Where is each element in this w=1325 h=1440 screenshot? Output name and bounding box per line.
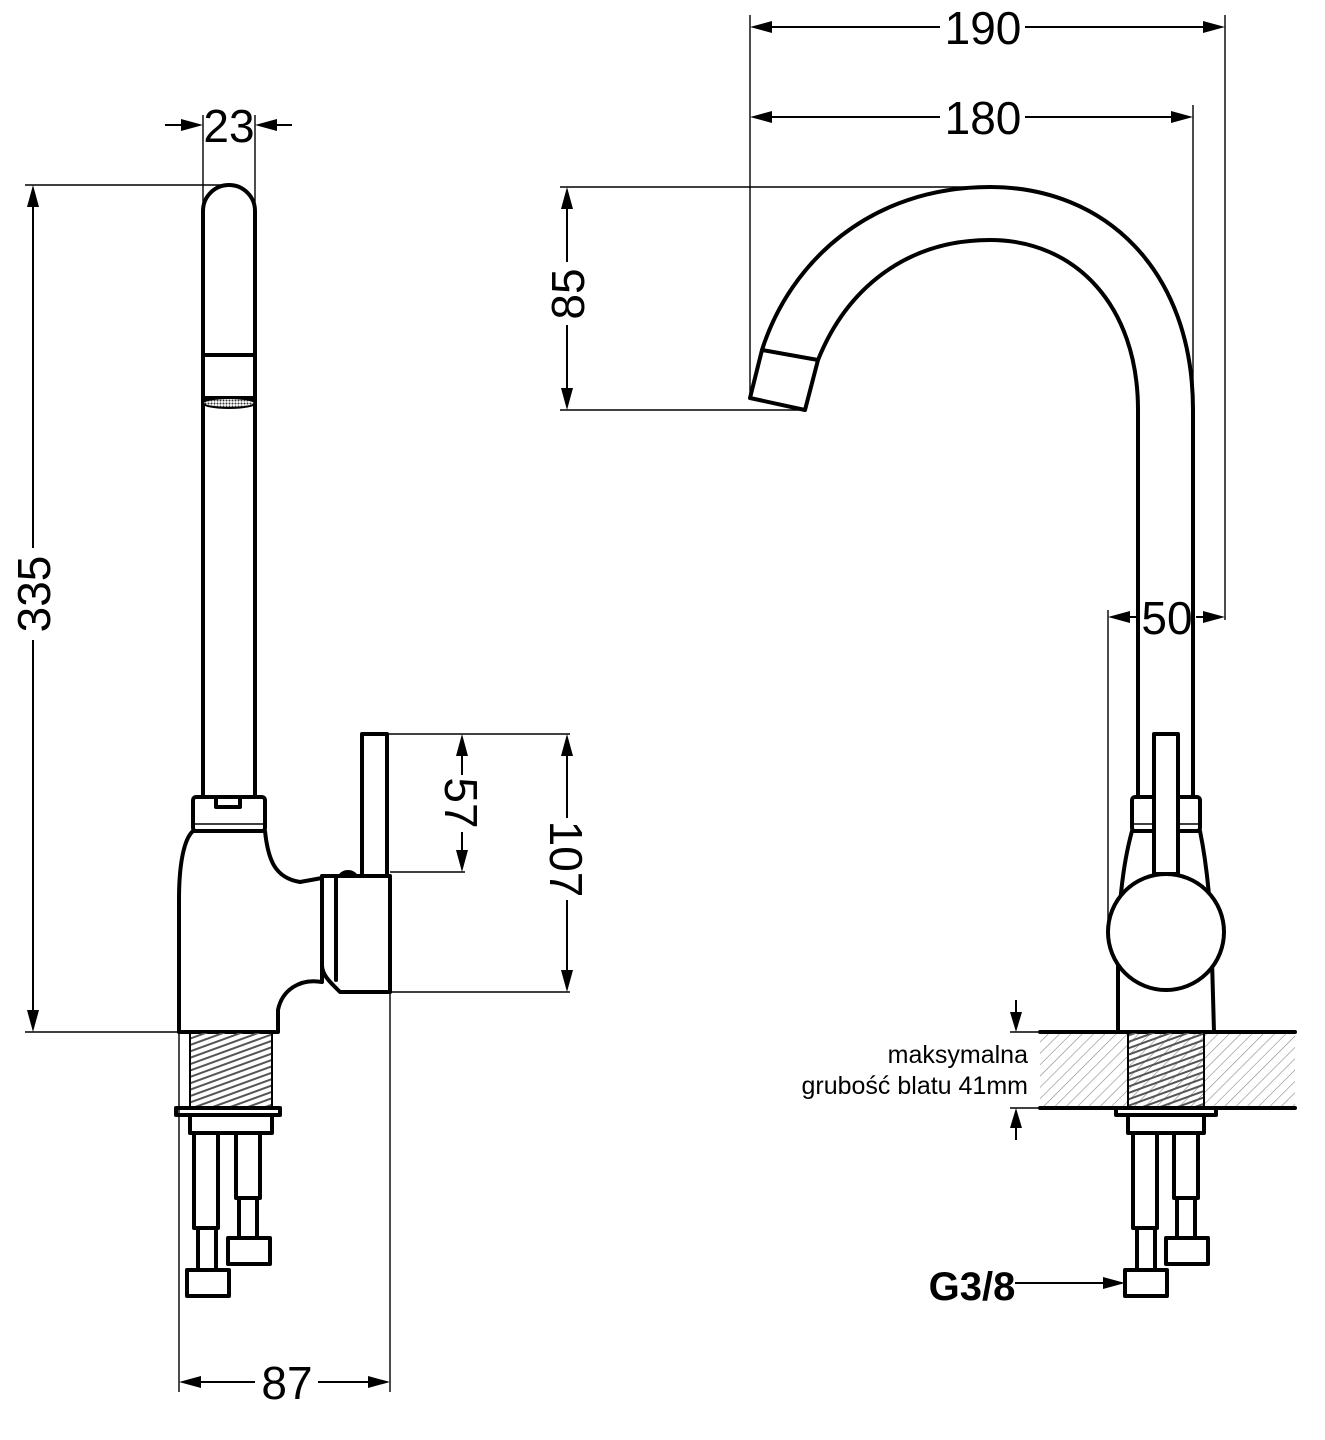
side-thread-shank	[189, 1031, 273, 1109]
side-nut	[188, 1113, 274, 1135]
dim-180: 180	[945, 92, 1022, 144]
dim-23: 23	[203, 100, 254, 152]
front-hose-2-nut	[1164, 1236, 1210, 1266]
front-thread-shank	[1127, 1031, 1205, 1109]
side-hose-2	[234, 1131, 262, 1200]
side-handle-hub	[320, 874, 392, 994]
countertop-note-line1: maksymalna	[888, 1041, 1028, 1069]
front-view	[748, 185, 1297, 1298]
dim-87: 87	[261, 1357, 312, 1409]
thread-label-g38: G3/8	[929, 1265, 1016, 1309]
front-hose-2	[1172, 1131, 1200, 1200]
front-nut	[1126, 1113, 1206, 1135]
side-collar-notch	[214, 795, 242, 809]
dimension-labels: 190 180 23 85 335 57 107 50 87 G3/8 maks…	[8, 2, 1193, 1409]
side-lever	[360, 732, 389, 878]
dim-335: 335	[8, 556, 60, 633]
front-hose-1-nut	[1123, 1268, 1169, 1298]
dimension-lines	[25, 15, 1226, 1392]
dim-85: 85	[542, 268, 594, 319]
front-hose-1	[1131, 1131, 1159, 1230]
dim-50: 50	[1141, 592, 1192, 644]
front-handle-disc	[1106, 872, 1226, 992]
front-lever	[1152, 732, 1180, 876]
side-hose-2-nut	[226, 1236, 272, 1266]
dim-57: 57	[435, 777, 487, 828]
side-body	[177, 829, 324, 1034]
side-spout-pipe	[201, 183, 257, 799]
side-aerator-mesh	[202, 397, 256, 409]
side-hose-1	[192, 1131, 220, 1230]
dim-190: 190	[945, 2, 1022, 54]
front-spout-inner	[816, 238, 1140, 799]
front-spout-outer	[760, 185, 1195, 799]
countertop-note-line2: grubość blatu 41mm	[801, 1072, 1028, 1100]
dim-107: 107	[540, 821, 592, 898]
side-hose-1-nut	[185, 1268, 231, 1298]
side-view	[174, 183, 392, 1298]
front-spout-tip	[748, 348, 820, 412]
